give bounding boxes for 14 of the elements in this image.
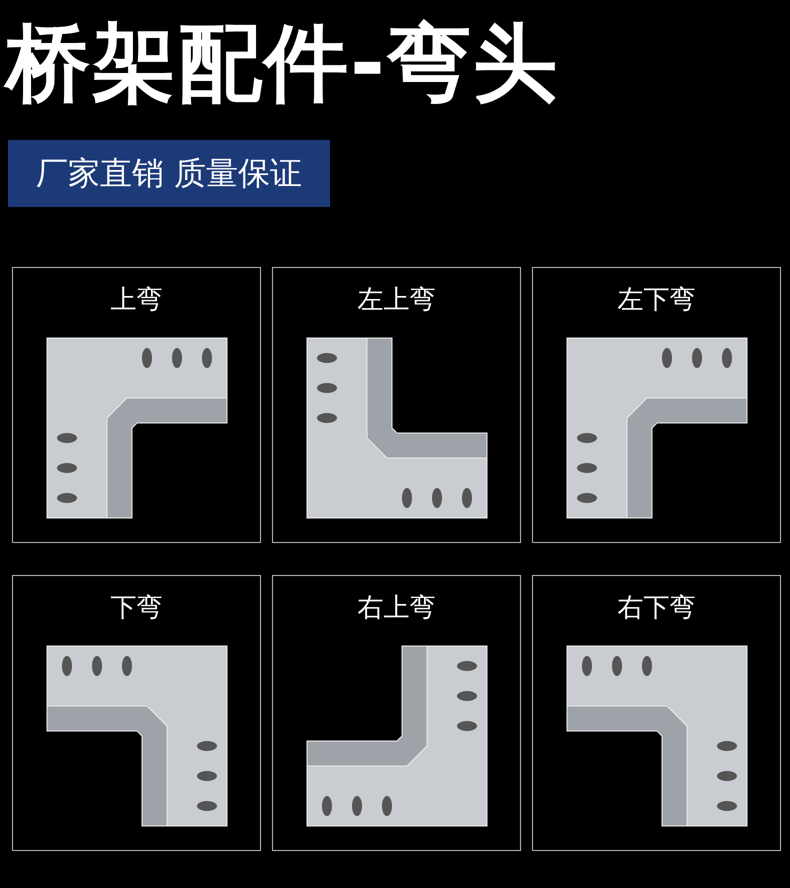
page-title: 桥架配件-弯头 <box>6 8 559 118</box>
product-name: 上弯 <box>110 284 164 317</box>
product-card <box>12 575 261 851</box>
product-card <box>532 575 781 851</box>
product-card <box>272 267 521 543</box>
product-name: 左下弯 <box>616 284 696 317</box>
slogan-banner: 厂家直销 质量保证 <box>8 140 330 207</box>
product-name: 左上弯 <box>356 284 436 317</box>
product-card <box>272 575 521 851</box>
product-name: 下弯 <box>110 592 164 625</box>
product-name: 右上弯 <box>356 592 436 625</box>
product-name: 右下弯 <box>616 592 696 625</box>
product-card <box>12 267 261 543</box>
product-card <box>532 267 781 543</box>
